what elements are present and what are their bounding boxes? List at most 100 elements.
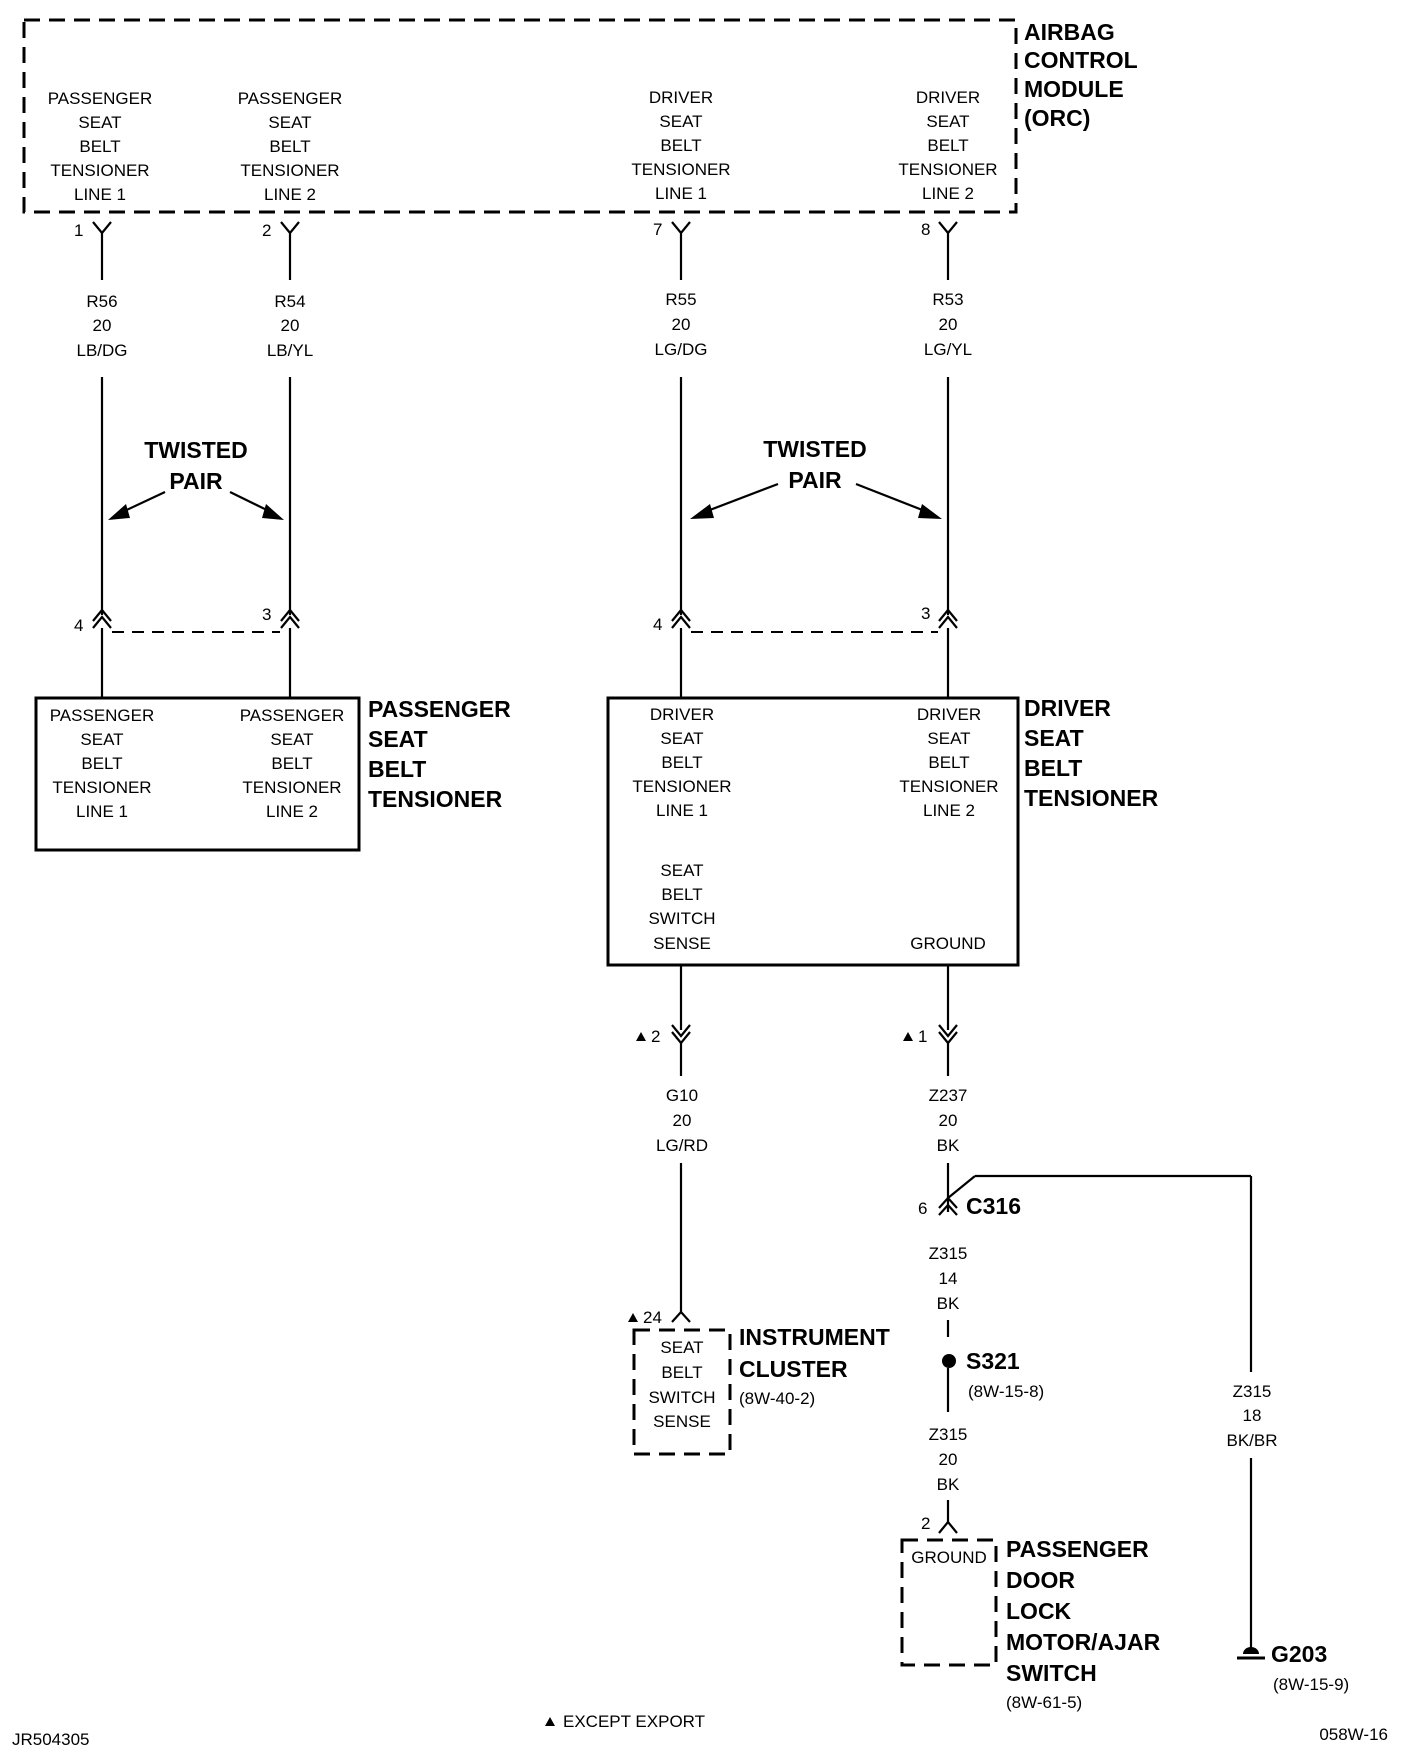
svg-text:LG/YL: LG/YL	[924, 340, 972, 359]
svg-text:24: 24	[643, 1308, 662, 1327]
svg-text:(8W-15-9): (8W-15-9)	[1273, 1675, 1349, 1694]
svg-text:20: 20	[672, 315, 691, 334]
svg-text:CLUSTER: CLUSTER	[739, 1356, 848, 1382]
pst-pin-label-1: PASSENGER SEAT BELT TENSIONER LINE 1	[50, 706, 155, 821]
svg-text:4: 4	[653, 615, 662, 634]
acm-connector-pin-1: 1	[74, 221, 112, 242]
svg-text:BELT: BELT	[271, 754, 312, 773]
svg-text:SEAT: SEAT	[80, 730, 123, 749]
driver-tensioner-connector: 4 3	[653, 604, 958, 634]
dst-pin-label-switch-sense: SEAT BELT SWITCH SENSE	[648, 861, 715, 953]
passenger-door-lock-box	[900, 1538, 998, 1667]
acm-pin-label-2: PASSENGER SEAT BELT TENSIONER LINE 2	[238, 89, 343, 204]
driver-seat-belt-tensioner-title: DRIVER SEAT BELT TENSIONER	[1024, 695, 1159, 811]
svg-text:BELT: BELT	[79, 137, 120, 156]
wire-label-r53: R53 20 LG/YL	[924, 290, 972, 359]
svg-text:20: 20	[939, 315, 958, 334]
svg-text:20: 20	[673, 1111, 692, 1130]
svg-text:R55: R55	[665, 290, 696, 309]
svg-text:R56: R56	[86, 292, 117, 311]
svg-text:BELT: BELT	[81, 754, 122, 773]
svg-text:7: 7	[653, 220, 662, 239]
svg-text:BK: BK	[937, 1475, 960, 1494]
svg-text:SWITCH: SWITCH	[1006, 1660, 1097, 1686]
twisted-pair-passenger: TWISTED PAIR	[108, 437, 284, 520]
svg-text:BELT: BELT	[927, 136, 968, 155]
svg-text:BELT: BELT	[368, 756, 426, 782]
svg-text:MODULE: MODULE	[1024, 76, 1124, 102]
svg-text:PASSENGER: PASSENGER	[368, 696, 511, 722]
wire-label-r54: R54 20 LB/YL	[267, 292, 313, 360]
svg-text:SENSE: SENSE	[653, 934, 711, 953]
wire-label-r55: R55 20 LG/DG	[655, 290, 708, 359]
ground-g203: G203 (8W-15-9)	[1237, 1641, 1349, 1694]
svg-text:GROUND: GROUND	[910, 934, 986, 953]
svg-text:4: 4	[74, 616, 83, 635]
airbag-control-module-box	[22, 18, 1018, 214]
svg-text:CONTROL: CONTROL	[1024, 47, 1138, 73]
svg-text:BELT: BELT	[661, 1363, 702, 1382]
svg-text:LINE 2: LINE 2	[266, 802, 318, 821]
instrument-cluster-pin-label: SEAT BELT SWITCH SENSE	[648, 1338, 715, 1431]
passenger-seat-belt-tensioner-box	[34, 696, 361, 852]
svg-text:PASSENGER: PASSENGER	[240, 706, 345, 725]
svg-text:3: 3	[262, 605, 271, 624]
svg-text:EXCEPT EXPORT: EXCEPT EXPORT	[563, 1712, 705, 1731]
svg-text:DRIVER: DRIVER	[916, 88, 980, 107]
svg-text:R54: R54	[274, 292, 305, 311]
svg-text:BK/BR: BK/BR	[1226, 1431, 1277, 1450]
svg-text:PAIR: PAIR	[169, 468, 223, 494]
instrument-cluster-box	[632, 1328, 732, 1456]
svg-text:SEAT: SEAT	[270, 730, 313, 749]
svg-text:TENSIONER: TENSIONER	[899, 777, 998, 796]
svg-text:C316: C316	[966, 1193, 1021, 1219]
svg-text:SEAT: SEAT	[926, 112, 969, 131]
svg-text:G10: G10	[666, 1086, 698, 1105]
svg-text:DOOR: DOOR	[1006, 1567, 1075, 1593]
svg-text:LINE 1: LINE 1	[76, 802, 128, 821]
svg-text:SEAT: SEAT	[660, 729, 703, 748]
svg-text:LB/DG: LB/DG	[76, 341, 127, 360]
splice-s321: S321 (8W-15-8)	[942, 1348, 1044, 1412]
svg-text:Z315: Z315	[1233, 1382, 1272, 1401]
svg-text:DRIVER: DRIVER	[1024, 695, 1111, 721]
svg-text:TENSIONER: TENSIONER	[632, 777, 731, 796]
svg-text:DRIVER: DRIVER	[649, 88, 713, 107]
svg-text:TENSIONER: TENSIONER	[50, 161, 149, 180]
svg-text:LINE 1: LINE 1	[656, 801, 708, 820]
svg-text:6: 6	[918, 1199, 927, 1218]
svg-text:SEAT: SEAT	[660, 1338, 703, 1357]
svg-text:SENSE: SENSE	[653, 1412, 711, 1431]
wire-label-g10: G10 20 LG/RD	[656, 1086, 708, 1155]
svg-text:R53: R53	[932, 290, 963, 309]
svg-text:LINE 2: LINE 2	[922, 184, 974, 203]
svg-text:BELT: BELT	[661, 753, 702, 772]
svg-text:3: 3	[921, 604, 930, 623]
c316-connector: 6 C316	[918, 1163, 1251, 1219]
wire-z315-18: Z315 18 BK/BR	[1226, 1176, 1278, 1650]
svg-text:TENSIONER: TENSIONER	[240, 161, 339, 180]
svg-text:TENSIONER: TENSIONER	[1024, 785, 1159, 811]
svg-text:SEAT: SEAT	[368, 726, 428, 752]
svg-text:20: 20	[939, 1450, 958, 1469]
tensioner-wire-stubs	[100, 628, 950, 698]
g10-wire: 24	[628, 1163, 691, 1327]
svg-text:TENSIONER: TENSIONER	[368, 786, 503, 812]
svg-text:2: 2	[921, 1514, 930, 1533]
svg-text:S321: S321	[966, 1348, 1020, 1374]
svg-text:LG/DG: LG/DG	[655, 340, 708, 359]
passenger-tensioner-connector: 4 3	[74, 605, 300, 635]
svg-text:SEAT: SEAT	[660, 861, 703, 880]
svg-text:TENSIONER: TENSIONER	[242, 778, 341, 797]
driver-seat-belt-tensioner-box	[606, 696, 1020, 967]
svg-text:2: 2	[262, 221, 271, 240]
svg-text:PASSENGER: PASSENGER	[50, 706, 155, 725]
svg-text:SEAT: SEAT	[78, 113, 121, 132]
svg-text:BELT: BELT	[1024, 755, 1082, 781]
wire-label-z315-14: Z315 14 BK	[929, 1244, 968, 1313]
twisted-pair-driver: TWISTED PAIR	[690, 436, 942, 519]
acm-connector-pin-7: 7	[653, 220, 691, 242]
acm-connector-pin-2: 2	[262, 221, 300, 242]
svg-text:MOTOR/AJAR: MOTOR/AJAR	[1006, 1629, 1161, 1655]
wire-label-z237: Z237 20 BK	[929, 1086, 968, 1155]
